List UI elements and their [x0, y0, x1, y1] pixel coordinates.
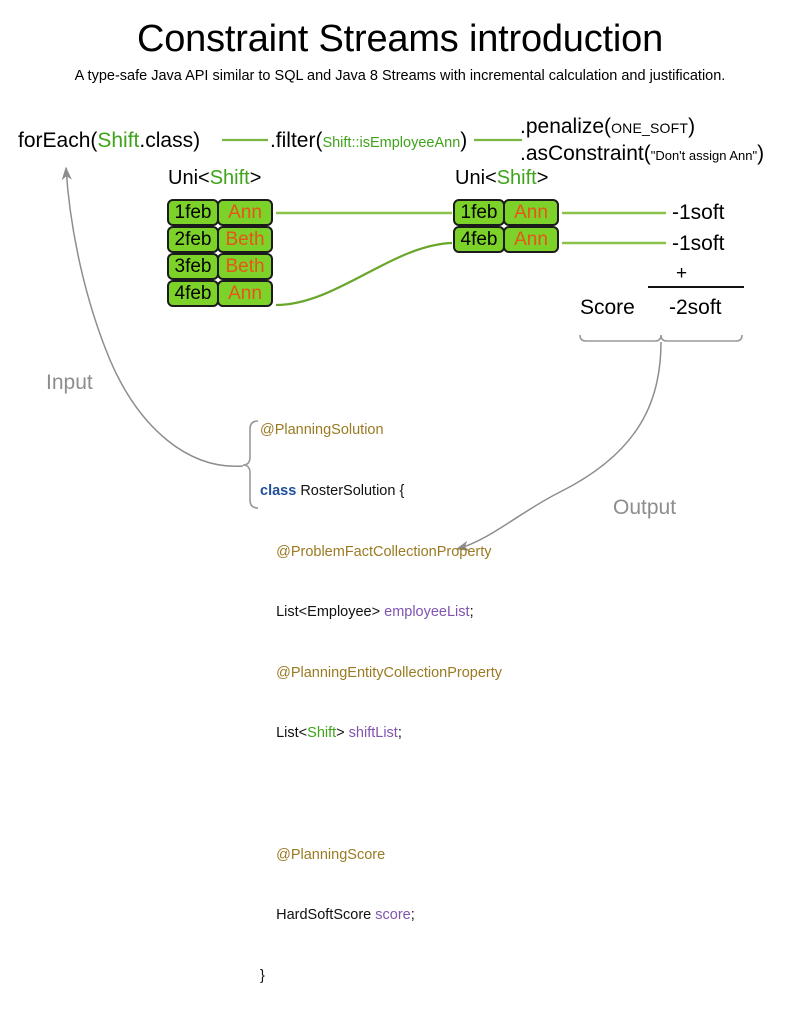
constraint-pipeline-expression: forEach(Shift.class) .filter(Shift::isEm… — [18, 128, 467, 156]
shift-employee: Ann — [503, 199, 559, 226]
score-label: Score — [580, 296, 635, 319]
plus-sign: + — [676, 263, 688, 284]
as-constraint-argument: "Don't assign Ann" — [650, 148, 758, 163]
shift-date: 3feb — [167, 253, 219, 280]
uni-caption-right: Uni<Shift> — [455, 166, 548, 190]
filter-suffix: ) — [460, 129, 468, 152]
shift-employee: Beth — [217, 253, 273, 280]
annotation-planning-solution: @PlanningSolution — [260, 422, 384, 439]
shift-date: 1feb — [167, 199, 219, 226]
penalty-value-2: -1soft — [672, 232, 725, 255]
page-title: Constraint Streams introduction — [136, 18, 664, 60]
type-hard-soft-score: HardSoftScore — [260, 907, 376, 924]
for-each-type: Shift — [97, 129, 140, 152]
page-subtitle: A type-safe Java API similar to SQL and … — [74, 68, 726, 84]
diagram-canvas: Constraint Streams introduction A type-s… — [18, 18, 764, 984]
semicolon: ; — [410, 907, 415, 924]
code-line-employee-list: List<Employee> employeeList; — [260, 602, 502, 622]
shift-date: 2feb — [167, 226, 219, 253]
class-name-roster-solution: RosterSolution { — [296, 483, 405, 500]
code-line-shift-list: List<Shift> shiftList; — [260, 723, 502, 743]
uni-caption-left: Uni<Shift> — [168, 166, 261, 190]
penalize-prefix: .penalize( — [520, 115, 612, 138]
shift-row[interactable]: 4feb Ann — [167, 280, 273, 307]
as-constraint-prefix: .asConstraint( — [520, 142, 651, 165]
field-shift-list: shiftList — [348, 725, 398, 742]
penalize-as-constraint-block: .penalize(ONE_SOFT) .asConstraint("Don't… — [520, 114, 764, 169]
keyword-class: class — [260, 483, 297, 500]
output-label: Output — [613, 496, 677, 519]
shift-row[interactable]: 1feb Ann — [453, 199, 559, 226]
type-list-employee: List<Employee> — [260, 604, 385, 621]
input-label: Input — [46, 371, 93, 394]
shift-date: 4feb — [453, 226, 505, 253]
for-each-call: forEach(Shift.class) — [18, 129, 200, 152]
filter-prefix: .filter( — [269, 129, 323, 152]
type-list-close: > — [336, 725, 349, 742]
code-line-score-field: HardSoftScore score; — [260, 905, 502, 925]
annotation-planning-entity-collection-property: @PlanningEntityCollectionProperty — [260, 664, 503, 681]
filter-argument: Shift::isEmployeeAnn — [322, 135, 461, 151]
shift-row[interactable]: 2feb Beth — [167, 226, 273, 253]
closing-brace: } — [260, 967, 265, 984]
field-employee-list: employeeList — [384, 604, 470, 621]
code-line-planning-score-annotation: @PlanningScore — [260, 845, 502, 865]
type-shift: Shift — [307, 725, 337, 742]
shift-list-right: 1feb Ann 4feb Ann — [453, 199, 559, 253]
field-score: score — [375, 907, 411, 924]
uni-right-suffix: > — [536, 167, 549, 189]
shift-employee: Ann — [217, 280, 273, 307]
for-each-prefix: forEach( — [18, 129, 98, 152]
for-each-suffix: .class) — [139, 129, 201, 152]
uni-left-suffix: > — [249, 167, 262, 189]
penalize-argument: ONE_SOFT — [611, 120, 689, 136]
code-line-planning-solution-annotation: @PlanningSolution — [260, 420, 502, 440]
shift-list-left: 1feb Ann 2feb Beth 3feb Beth 4feb Ann — [167, 199, 273, 307]
code-fields-brace — [242, 420, 259, 509]
filter-call: .filter(Shift::isEmployeeAnn) — [270, 129, 467, 152]
shift-employee: Ann — [503, 226, 559, 253]
annotation-planning-score: @PlanningScore — [260, 846, 386, 863]
penalize-suffix: ) — [688, 115, 696, 138]
uni-left-prefix: Uni< — [168, 167, 210, 189]
type-list-open: List< — [260, 725, 308, 742]
uni-left-type: Shift — [209, 167, 250, 189]
score-brace — [579, 334, 743, 342]
annotation-problem-fact-collection-property: @ProblemFactCollectionProperty — [260, 543, 492, 560]
code-line-closing-brace: } — [260, 966, 502, 986]
shift-row[interactable]: 3feb Beth — [167, 253, 273, 280]
shift-date: 4feb — [167, 280, 219, 307]
code-line-problem-fact-annotation: @ProblemFactCollectionProperty — [260, 542, 502, 562]
semicolon: ; — [469, 604, 474, 621]
code-line-planning-entity-annotation: @PlanningEntityCollectionProperty — [260, 663, 502, 683]
code-line-blank — [260, 784, 502, 804]
shift-employee: Beth — [217, 226, 273, 253]
score-total-value: -2soft — [669, 296, 722, 319]
shift-date: 1feb — [453, 199, 505, 226]
semicolon: ; — [397, 725, 402, 742]
connector-left-row4-to-right-row2 — [275, 241, 453, 307]
uni-right-type: Shift — [496, 167, 537, 189]
shift-row[interactable]: 1feb Ann — [167, 199, 273, 226]
uni-right-prefix: Uni< — [455, 167, 497, 189]
sum-rule-line — [648, 286, 744, 288]
penalty-value-1: -1soft — [672, 201, 725, 224]
code-line-class-declaration: class RosterSolution { — [260, 481, 502, 501]
as-constraint-call: .asConstraint("Don't assign Ann") — [520, 141, 764, 169]
as-constraint-suffix: ) — [757, 142, 765, 165]
shift-row[interactable]: 4feb Ann — [453, 226, 559, 253]
shift-employee: Ann — [217, 199, 273, 226]
penalize-call: .penalize(ONE_SOFT) — [520, 114, 764, 141]
roster-solution-code-block: @PlanningSolution class RosterSolution {… — [260, 380, 502, 1027]
